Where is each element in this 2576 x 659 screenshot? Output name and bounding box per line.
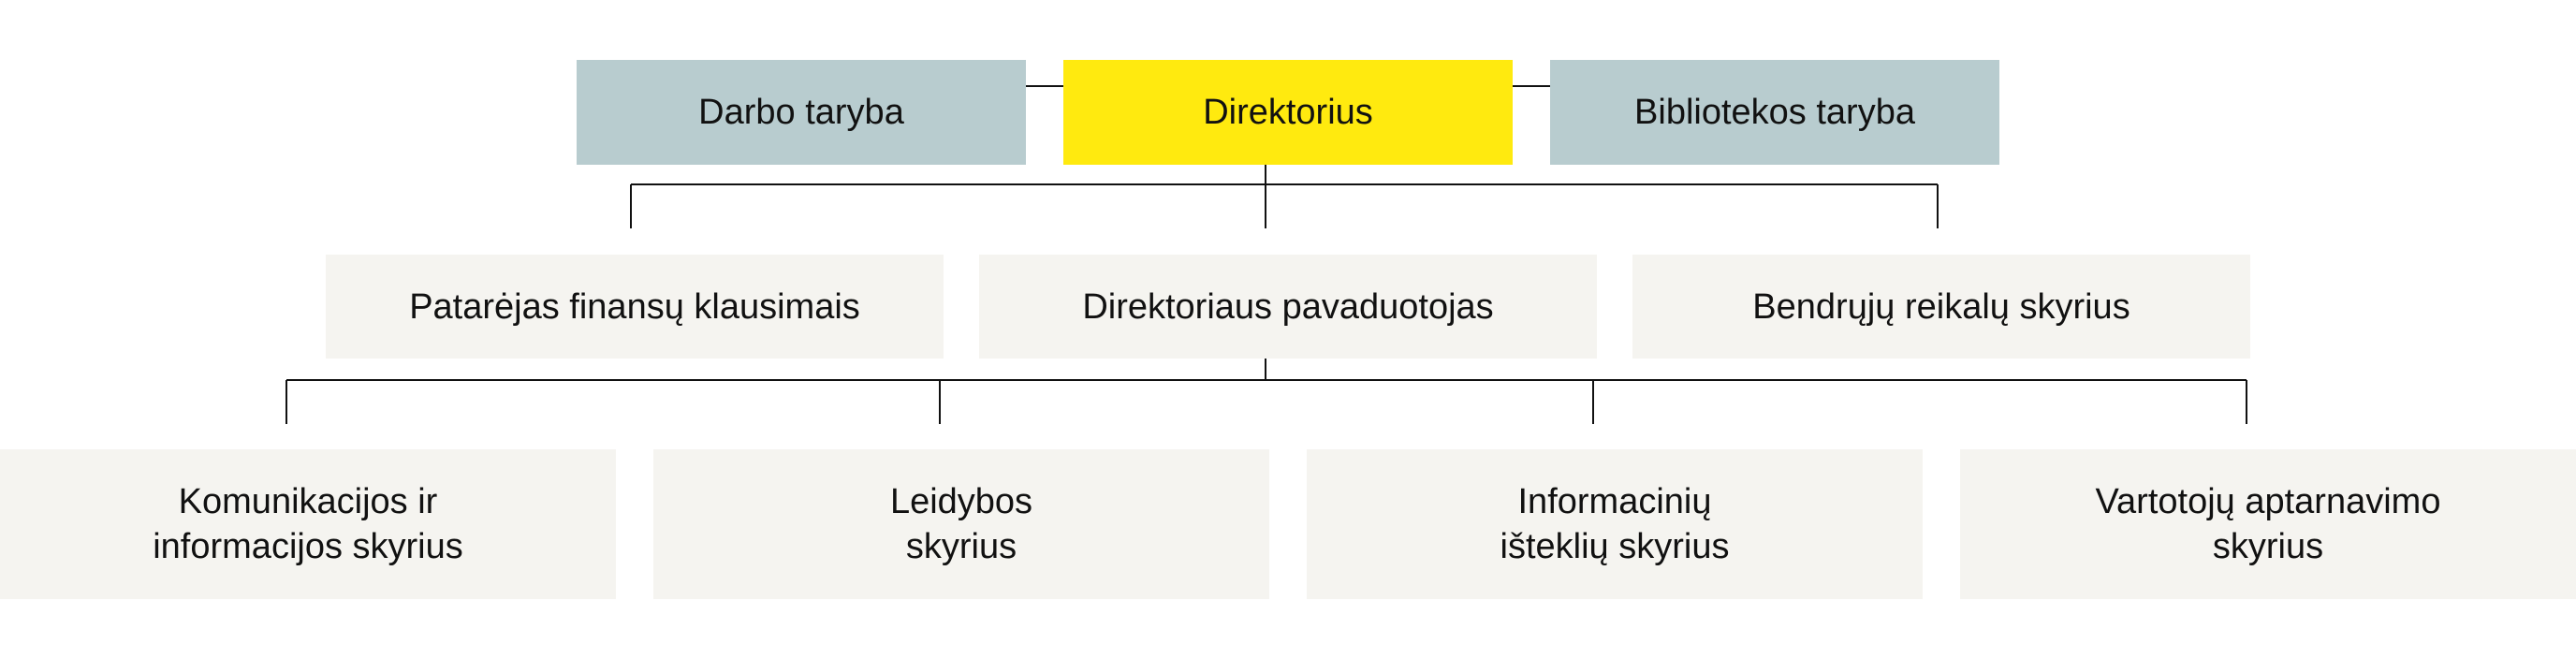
pavaduotojas-label: Direktoriaus pavaduotojas xyxy=(1082,286,1494,327)
pavaduotojas-box: Direktoriaus pavaduotojas xyxy=(979,255,1597,359)
bendruju-reikalu-label: Bendrųjų reikalų skyrius xyxy=(1752,286,2130,327)
komunikacijos-box: Komunikacijos ir informacijos skyrius xyxy=(0,449,616,599)
bendruju-reikalu-box: Bendrųjų reikalų skyrius xyxy=(1632,255,2250,359)
darbo-taryba-label: Darbo taryba xyxy=(698,93,904,132)
patarejas-label: Patarėjas finansų klausimais xyxy=(409,286,860,327)
direktorius-box: Direktorius xyxy=(1063,60,1513,165)
komunikacijos-label: Komunikacijos ir informacijos skyrius xyxy=(153,482,463,566)
leidybos-box: Leidybos skyrius xyxy=(653,449,1269,599)
informaciniu-istekliu-box: Informacinių išteklių skyrius xyxy=(1307,449,1923,599)
vartotoju-aptarnavimo-label: Vartotojų aptarnavimo skyrius xyxy=(2095,482,2441,566)
leidybos-label: Leidybos skyrius xyxy=(889,482,1033,566)
patarejas-box: Patarėjas finansų klausimais xyxy=(326,255,944,359)
bibliotekos-taryba-box: Bibliotekos taryba xyxy=(1550,60,1999,165)
vartotoju-aptarnavimo-box: Vartotojų aptarnavimo skyrius xyxy=(1960,449,2576,599)
bibliotekos-taryba-label: Bibliotekos taryba xyxy=(1634,93,1915,132)
darbo-taryba-box: Darbo taryba xyxy=(577,60,1026,165)
informaciniu-istekliu-label: Informacinių išteklių skyrius xyxy=(1500,482,1730,566)
direktorius-label: Direktorius xyxy=(1203,93,1373,132)
